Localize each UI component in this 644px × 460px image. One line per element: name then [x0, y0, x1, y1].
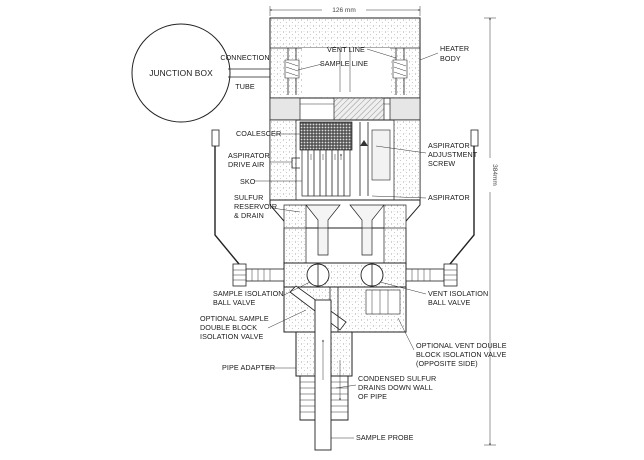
- svg-text:SULFUR: SULFUR: [234, 193, 263, 202]
- svg-text:PIPE ADAPTER: PIPE ADAPTER: [222, 363, 275, 372]
- sample-probe: [314, 299, 341, 451]
- svg-text:ASPIRATOR: ASPIRATOR: [428, 193, 470, 202]
- svg-text:DRAINS DOWN WALL: DRAINS DOWN WALL: [358, 383, 433, 392]
- label-sulfur-reservoir: SULFUR RESERVOIR & DRAIN: [234, 193, 301, 220]
- svg-text:OPTIONAL SAMPLE: OPTIONAL SAMPLE: [200, 314, 269, 323]
- svg-text:OPTIONAL VENT DOUBLE: OPTIONAL VENT DOUBLE: [416, 341, 507, 350]
- svg-text:ASPIRATOR: ASPIRATOR: [228, 151, 270, 160]
- svg-text:OF PIPE: OF PIPE: [358, 392, 387, 401]
- svg-text:(OPPOSITE SIDE): (OPPOSITE SIDE): [416, 359, 478, 368]
- upper-housing: [269, 97, 421, 121]
- lower-body: [269, 199, 421, 264]
- svg-text:BALL VALVE: BALL VALVE: [213, 298, 256, 307]
- svg-text:ADJUSTMENT: ADJUSTMENT: [428, 150, 478, 159]
- label-sample-isolation-ball-valve: SAMPLE ISOLATION BALL VALVE: [213, 281, 311, 307]
- junction-box-label: JUNCTION BOX: [149, 68, 213, 78]
- height-dimension-label: 384mm: [491, 164, 498, 186]
- svg-text:BODY: BODY: [440, 54, 461, 63]
- svg-text:VENT ISOLATION: VENT ISOLATION: [428, 289, 488, 298]
- svg-text:VENT LINE: VENT LINE: [327, 45, 365, 54]
- svg-text:SKO: SKO: [240, 177, 256, 186]
- right-handle: [449, 129, 479, 265]
- connection-tube: [228, 68, 276, 78]
- svg-text:TUBE: TUBE: [235, 82, 255, 91]
- label-aspirator-adjustment-screw: ASPIRATOR ADJUSTMENT SCREW: [375, 141, 478, 168]
- label-sko: SKO: [240, 177, 302, 186]
- label-optional-vent-double-block: OPTIONAL VENT DOUBLE BLOCK ISOLATION VAL…: [397, 317, 507, 368]
- label-coalescer: COALESCER: [236, 129, 300, 138]
- svg-text:HEATER: HEATER: [440, 44, 469, 53]
- width-dimension: 126 mm: [269, 5, 421, 16]
- svg-text:SAMPLE LINE: SAMPLE LINE: [320, 59, 368, 68]
- svg-text:CONDENSED SULFUR: CONDENSED SULFUR: [358, 374, 436, 383]
- svg-text:COALESCER: COALESCER: [236, 129, 281, 138]
- label-aspirator: ASPIRATOR: [371, 193, 470, 202]
- svg-text:ASPIRATOR: ASPIRATOR: [428, 141, 470, 150]
- ball-valve-row: [232, 262, 458, 288]
- label-optional-sample-double-block: OPTIONAL SAMPLE DOUBLE BLOCK ISOLATION V…: [200, 309, 307, 341]
- svg-text:CONNECTION: CONNECTION: [220, 53, 269, 62]
- height-dimension: 384mm: [484, 17, 498, 446]
- svg-text:BLOCK ISOLATION VALVE: BLOCK ISOLATION VALVE: [416, 350, 506, 359]
- coalescer-section: [269, 119, 421, 201]
- svg-text:RESERVOIR: RESERVOIR: [234, 202, 277, 211]
- svg-text:& DRAIN: & DRAIN: [234, 211, 264, 220]
- svg-text:BALL VALVE: BALL VALVE: [428, 298, 471, 307]
- label-vent-isolation-ball-valve: VENT ISOLATION BALL VALVE: [379, 281, 488, 307]
- svg-text:SAMPLE PROBE: SAMPLE PROBE: [356, 433, 414, 442]
- svg-text:DRIVE AIR: DRIVE AIR: [228, 160, 264, 169]
- label-aspirator-drive-air: ASPIRATOR DRIVE AIR: [228, 151, 292, 169]
- label-pipe-adapter: PIPE ADAPTER: [222, 363, 296, 372]
- double-block-valve: [283, 285, 407, 333]
- svg-text:ISOLATION VALVE: ISOLATION VALVE: [200, 332, 264, 341]
- label-sample-line: SAMPLE LINE: [297, 59, 368, 71]
- svg-text:DOUBLE BLOCK: DOUBLE BLOCK: [200, 323, 257, 332]
- left-handle: [211, 129, 240, 265]
- sko-tubes: [301, 149, 351, 197]
- label-heater-body: HEATER BODY: [419, 44, 469, 63]
- svg-text:SAMPLE ISOLATION: SAMPLE ISOLATION: [213, 289, 284, 298]
- heater-body: [269, 17, 421, 99]
- junction-box: JUNCTION BOX: [131, 23, 231, 123]
- width-dimension-label: 126 mm: [332, 7, 355, 14]
- label-vent-line: VENT LINE: [327, 45, 397, 59]
- label-condensed-sulfur: CONDENSED SULFUR DRAINS DOWN WALL OF PIP…: [335, 374, 436, 401]
- label-connection-tube: CONNECTION TUBE: [220, 53, 269, 91]
- label-sample-probe: SAMPLE PROBE: [331, 433, 414, 442]
- svg-text:SCREW: SCREW: [428, 159, 455, 168]
